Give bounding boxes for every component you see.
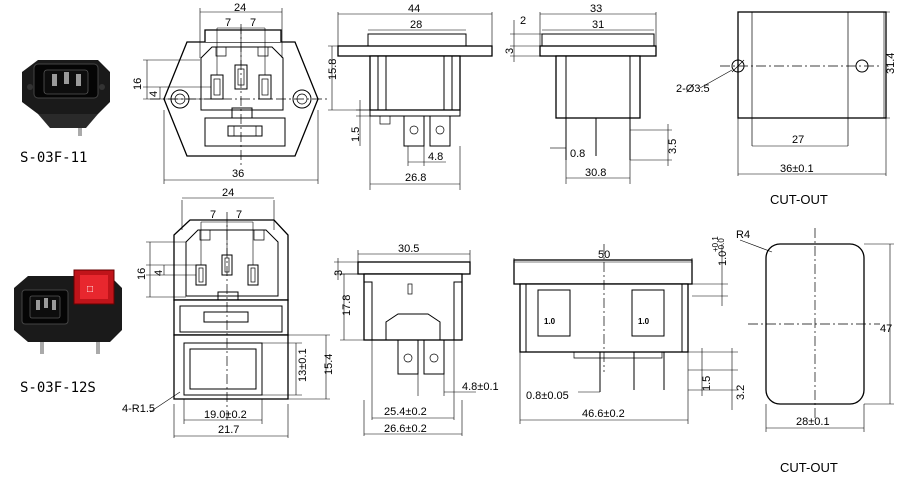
dim-side2-step: 3 (333, 270, 345, 276)
dim-cut1-width: 36±0.1 (780, 163, 814, 175)
dim-front2-pitch-left: 7 (210, 209, 216, 221)
dim-side2-height: 17.8 (341, 295, 353, 316)
end-dims-2: 50 1.0 +0.1 -0.0 0.8±0.05 46.6±0.2 1.5 3… (513, 236, 747, 424)
cutout-caption-1: CUT-OUT (770, 192, 828, 207)
dim-end2-tol-plus: +0.1 (711, 236, 720, 252)
dim-end1-top: 2 (520, 15, 526, 27)
cutout-dims-2: R4 47 28±0.1 (736, 229, 894, 432)
end-view-2: 1.0 1.0 (513, 244, 693, 392)
cutout-dims-1: 2-Ø3.5 31.4 27 36±0.1 (676, 11, 897, 176)
dim-end2-lead: 1.5 (701, 376, 713, 391)
dim-side1-tab: 4.8 (428, 151, 443, 163)
dim-end1-tail: 3.5 (667, 139, 679, 154)
dim-end1-step: 3 (504, 48, 516, 54)
front-dims-1: 24 7 7 16 4 36 (132, 2, 319, 184)
dim-front1-pitch-right: 7 (250, 17, 256, 29)
dim-cut2-width: 28±0.1 (796, 416, 830, 428)
dim-side1-height: 15.8 (327, 59, 339, 80)
end-view-1 (539, 33, 657, 160)
dim-front2-switch-w: 19.0±0.2 (204, 409, 247, 421)
dim-front1-height: 16 (132, 78, 144, 90)
dim-side2-inner: 25.4±0.2 (384, 406, 427, 418)
side-view-1 (337, 33, 493, 147)
svg-text:□: □ (87, 284, 93, 295)
dim-front2-height: 16 (136, 268, 148, 280)
dim-end1-base: 30.8 (585, 167, 606, 179)
dim-side2-base: 26.6±0.2 (384, 423, 427, 435)
side-dims-1: 44 28 15.8 1.5 4.8 26.8 (327, 3, 493, 190)
front-view-1 (150, 24, 330, 165)
dim-cut2-height: 47 (880, 323, 892, 335)
dim-end2-pitch: 0.8±0.05 (526, 390, 569, 402)
end2-slot-right: 1.0 (638, 317, 650, 326)
dim-end2-tol-minus: -0.0 (717, 238, 726, 252)
front-view-2 (173, 212, 289, 420)
product-photo-s03f11 (22, 60, 110, 136)
dim-end1-pitch: 0.8 (570, 148, 585, 160)
dim-front1-overall: 36 (232, 168, 244, 180)
dim-end2-tail: 3.2 (735, 385, 747, 400)
dim-front1-pitch-left: 7 (225, 17, 231, 29)
dim-end1-inner: 31 (592, 19, 604, 31)
dim-side1-inner: 28 (410, 19, 422, 31)
dim-front2-radius: 4-R1.5 (122, 403, 155, 415)
dim-front2-switch-total: 15.4 (323, 354, 335, 375)
dim-front1-width: 24 (234, 2, 246, 14)
dim-front1-pin-offset: 4 (148, 91, 160, 97)
dim-cut2-radius: R4 (736, 229, 750, 241)
dim-end1-width: 33 (590, 3, 602, 15)
dim-front2-pitch-right: 7 (236, 209, 242, 221)
dim-side2-width: 30.5 (398, 243, 419, 255)
cutout-caption-2: CUT-OUT (780, 460, 838, 475)
dim-front2-overall: 21.7 (218, 424, 239, 436)
dim-side2-tab: 4.8±0.1 (462, 381, 499, 393)
cutout-1 (720, 11, 887, 146)
dim-cut1-holes: 2-Ø3.5 (676, 83, 710, 95)
cutout-2 (748, 228, 880, 420)
dim-cut1-inner: 27 (792, 134, 804, 146)
dim-side1-flange: 1.5 (350, 127, 362, 142)
model-label-2: S-03F-12S (20, 380, 96, 396)
dim-front2-width: 24 (222, 187, 234, 199)
front-dims-2: 24 7 7 16 4 4-R1.5 13±0.1 15.4 19.0±0.2 … (122, 187, 335, 438)
dim-end2-tol: 1.0 (717, 251, 729, 266)
side-dims-2: 30.5 3 17.8 4.8±0.1 25.4±0.2 26.6±0.2 (333, 243, 499, 436)
end2-slot-left: 1.0 (544, 317, 556, 326)
dim-cut1-height: 31.4 (885, 53, 897, 74)
side-view-2 (357, 261, 471, 375)
dim-side1-width: 44 (408, 3, 420, 15)
dim-front2-switch-h: 13±0.1 (297, 348, 309, 382)
dim-end2-base: 46.6±0.2 (582, 408, 625, 420)
dim-end2-width: 50 (598, 249, 610, 261)
end-dims-1: 33 31 2 3 0.8 30.8 3.5 (504, 3, 679, 184)
dim-side1-base: 26.8 (405, 172, 426, 184)
product-photo-s03f12s: □ (14, 269, 122, 354)
dim-front2-pin-offset: 4 (153, 270, 165, 276)
model-label-1: S-03F-11 (20, 150, 87, 166)
